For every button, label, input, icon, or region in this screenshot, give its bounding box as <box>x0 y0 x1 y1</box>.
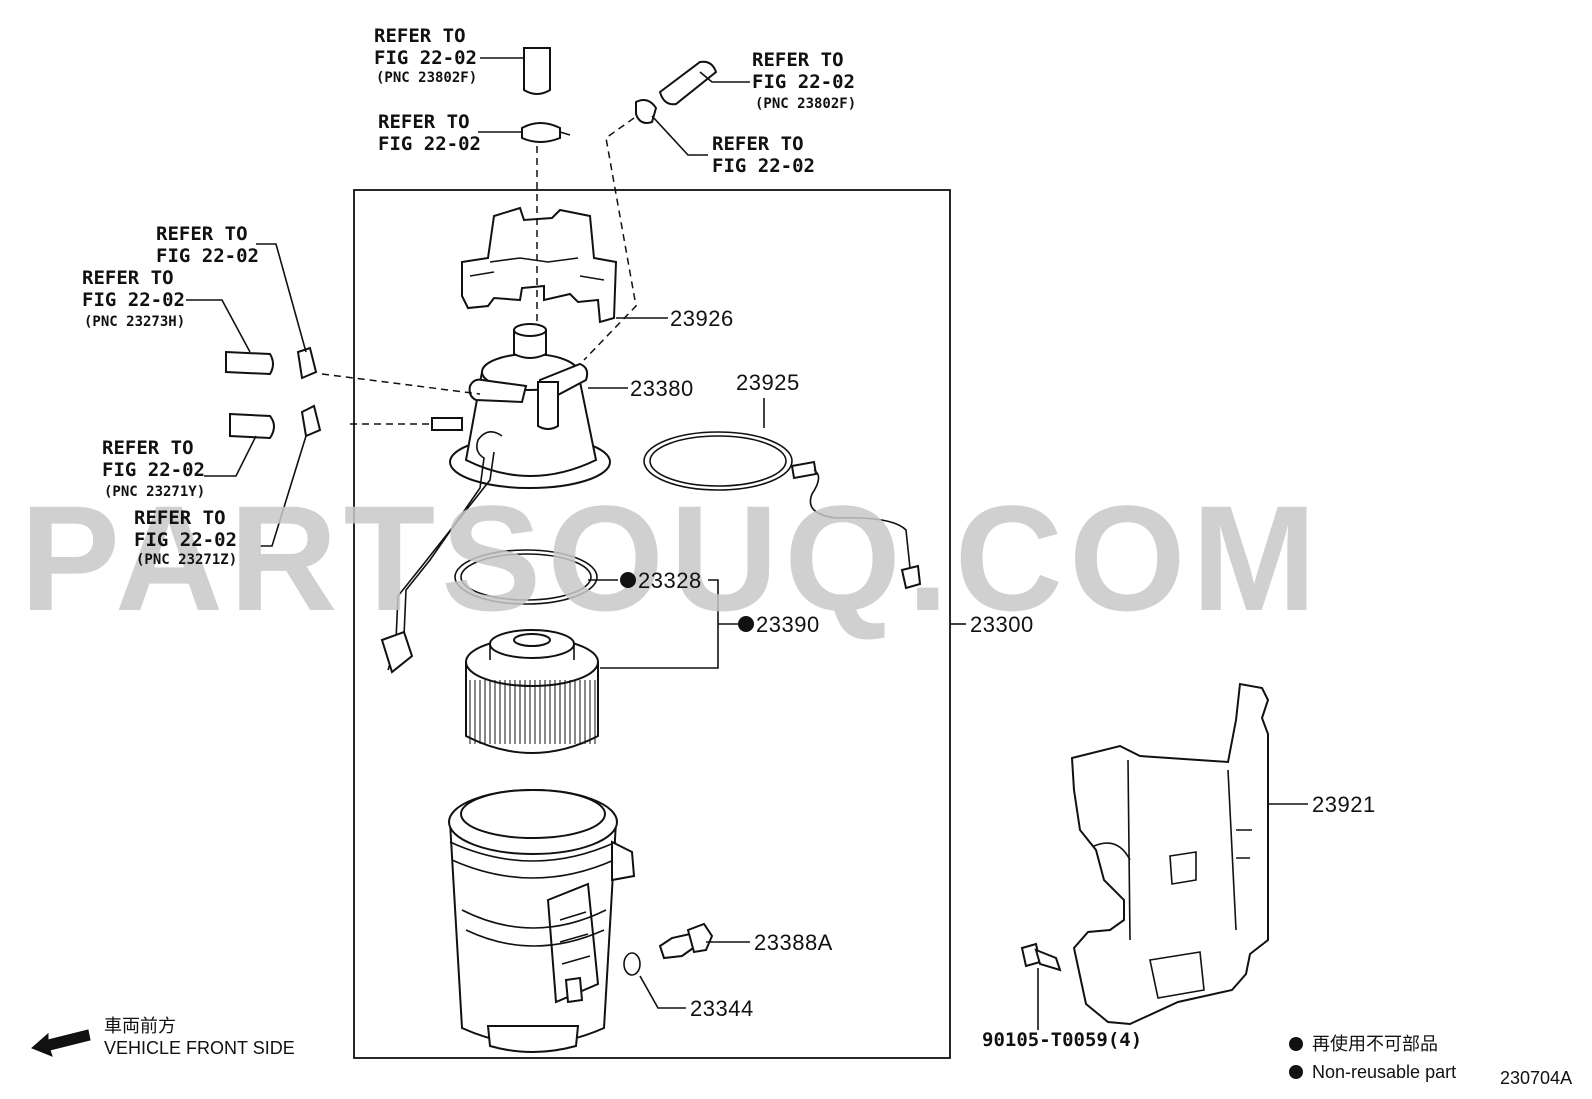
leader-lines <box>186 57 1308 1030</box>
svg-text:FIG 22-02: FIG 22-02 <box>378 133 481 155</box>
svg-text:REFER TO: REFER TO <box>156 223 248 245</box>
part-23328-gasket <box>454 549 598 605</box>
svg-text:REFER TO: REFER TO <box>712 133 804 155</box>
svg-text:FIG 22-02: FIG 22-02 <box>156 245 259 267</box>
clamp-top-center <box>521 122 571 143</box>
svg-text:REFER TO: REFER TO <box>752 49 844 71</box>
legend-japanese: 再使用不可部品 <box>1312 1034 1438 1054</box>
part-23926-cover <box>461 206 618 324</box>
svg-text:(PNC 23273H): (PNC 23273H) <box>84 314 185 330</box>
svg-text:FIG 22-02: FIG 22-02 <box>82 289 185 311</box>
part-23344-oring <box>623 952 641 976</box>
pnc-23921[interactable]: 23921 <box>1312 792 1376 817</box>
refer-label-top-right: REFER TO FIG 22-02 (PNC 23802F) <box>752 49 856 112</box>
refer-label-clamp-right: REFER TO FIG 22-02 <box>712 133 815 177</box>
legend: 再使用不可部品 Non-reusable part <box>1289 1034 1456 1082</box>
refer-label-clamp-left-lower: REFER TO FIG 22-02 (PNC 23271Z) <box>134 507 237 568</box>
svg-text:(PNC 23802F): (PNC 23802F) <box>376 70 477 86</box>
non-reusable-dot-23390 <box>738 616 754 632</box>
hose-left-upper <box>225 350 274 376</box>
pnc-23344[interactable]: 23344 <box>690 996 754 1021</box>
sensor-wire-left <box>380 431 503 674</box>
svg-text:FIG 22-02: FIG 22-02 <box>712 155 815 177</box>
part-23388A-drain-plug <box>658 922 714 960</box>
svg-text:(PNC 23271Z): (PNC 23271Z) <box>136 552 237 568</box>
svg-text:(PNC 23802F): (PNC 23802F) <box>755 96 856 112</box>
part-23380-filter-head <box>431 323 611 489</box>
clamp-left-upper <box>296 346 318 380</box>
pnc-23388A[interactable]: 23388A <box>754 930 833 955</box>
pnc-23925[interactable]: 23925 <box>736 370 800 395</box>
svg-text:FIG 22-02: FIG 22-02 <box>374 47 477 69</box>
legend-dot-icon <box>1289 1037 1303 1051</box>
dashed-leaders <box>321 117 637 425</box>
pnc-23300[interactable]: 23300 <box>970 612 1034 637</box>
front-arrow-icon <box>31 1029 91 1057</box>
svg-text:REFER TO: REFER TO <box>374 25 466 47</box>
part-23921-bracket <box>1070 682 1270 1026</box>
hose-top-center <box>523 47 551 95</box>
legend-english: Non-reusable part <box>1312 1062 1456 1082</box>
pnc-23926[interactable]: 23926 <box>670 306 734 331</box>
clamp-top-right <box>635 99 658 124</box>
refer-label-clamp-center: REFER TO FIG 22-02 <box>378 111 481 155</box>
svg-text:FIG 22-02: FIG 22-02 <box>134 529 237 551</box>
pnc-23328[interactable]: 23328 <box>638 568 702 593</box>
refer-label-top-center: REFER TO FIG 22-02 (PNC 23802F) <box>374 25 477 86</box>
svg-text:FIG 22-02: FIG 22-02 <box>752 71 855 93</box>
refer-label-clamp-left-upper: REFER TO FIG 22-02 <box>156 223 259 267</box>
part-23390-filter-element <box>465 629 599 754</box>
svg-text:FIG 22-02: FIG 22-02 <box>102 459 205 481</box>
clamp-left-lower <box>300 404 322 438</box>
svg-text:REFER TO: REFER TO <box>378 111 470 133</box>
vehicle-front-indicator: 車両前方 VEHICLE FRONT SIDE <box>31 1016 295 1058</box>
hose-left-lower <box>229 412 275 440</box>
direction-english: VEHICLE FRONT SIDE <box>104 1038 295 1058</box>
figure-code: 230704A <box>1500 1068 1572 1088</box>
refer-label-hose-left-upper: REFER TO FIG 22-02 (PNC 23273H) <box>82 267 185 330</box>
part-90105-bolt <box>1020 942 1062 972</box>
svg-text:(PNC 23271Y): (PNC 23271Y) <box>104 484 205 500</box>
legend-dot-icon <box>1289 1065 1303 1079</box>
svg-text:REFER TO: REFER TO <box>134 507 226 529</box>
watermark: PARTSOUQ.COM <box>20 474 1323 642</box>
svg-text:REFER TO: REFER TO <box>82 267 174 289</box>
hose-top-right <box>658 60 718 106</box>
pnc-90105[interactable]: 90105-T0059(4) <box>982 1029 1142 1051</box>
refer-label-hose-left-lower: REFER TO FIG 22-02 (PNC 23271Y) <box>102 437 205 500</box>
pnc-23380[interactable]: 23380 <box>630 376 694 401</box>
part-23925-oring-sensor <box>643 431 922 590</box>
pnc-23390[interactable]: 23390 <box>756 612 820 637</box>
svg-text:REFER TO: REFER TO <box>102 437 194 459</box>
direction-japanese: 車両前方 <box>104 1016 176 1036</box>
part-filter-bowl <box>448 789 636 1053</box>
non-reusable-dot-23328 <box>620 572 636 588</box>
